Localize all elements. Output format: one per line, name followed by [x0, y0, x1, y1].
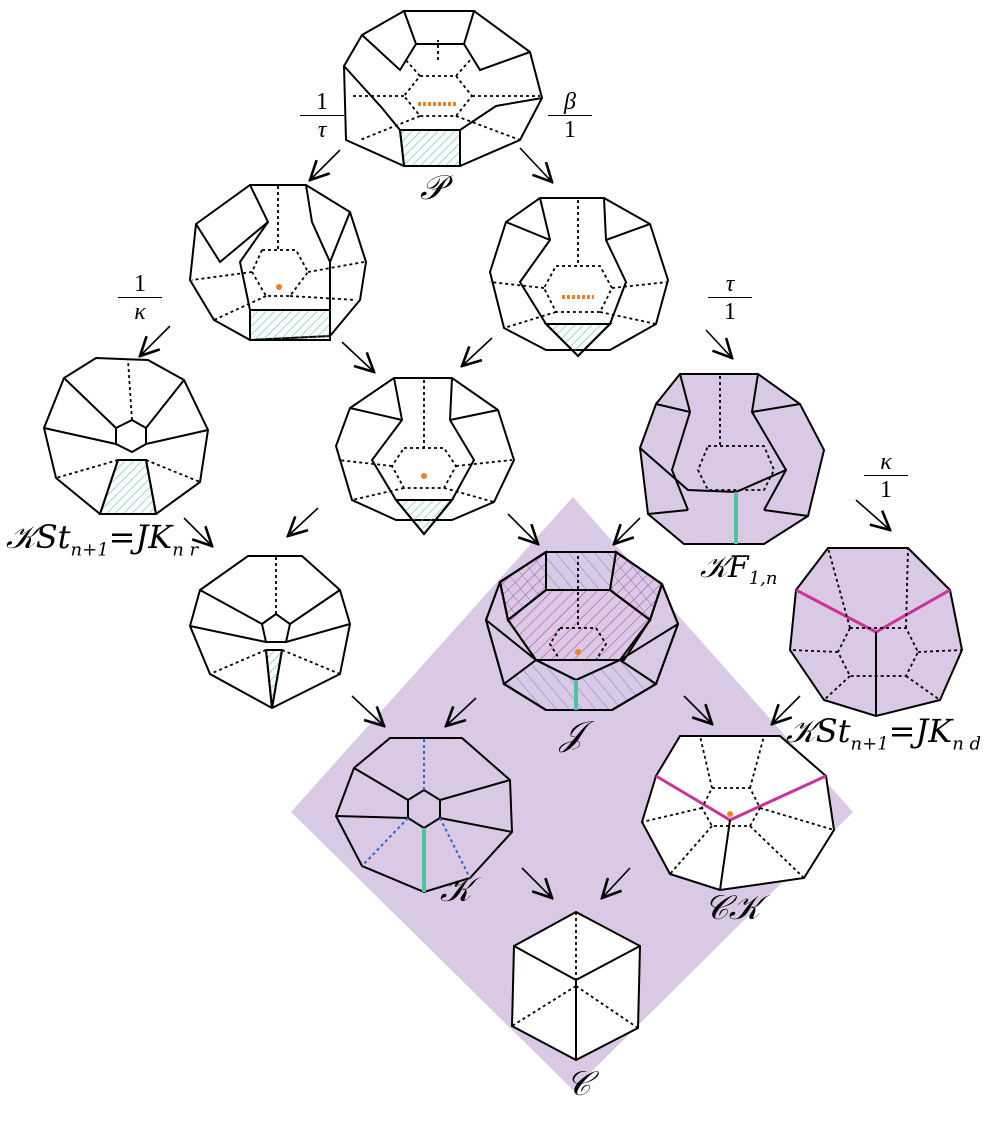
- label-KSt-left-sub: n+1: [70, 539, 109, 561]
- arrow-left2-to-middle: [341, 341, 374, 372]
- fraction-kappa-over-one: κ 1: [864, 449, 908, 503]
- polytope-C: [510, 910, 642, 1062]
- fraction-numerator: τ: [725, 271, 735, 297]
- label-KSt-right-sub2: n d: [952, 733, 982, 755]
- arrow-CK-to-C: [602, 867, 631, 898]
- label-KSt-left-main: 𝒦St: [6, 518, 71, 556]
- label-KSt-right-eq: =JK: [888, 712, 953, 750]
- fraction-denominator: 1: [864, 475, 908, 503]
- fraction-numerator: 1: [316, 89, 328, 115]
- arrow-P-to-left: [310, 149, 341, 180]
- polytope-right-level2: [488, 197, 670, 358]
- label-K: 𝒦: [440, 870, 472, 910]
- polytope-KF: [638, 373, 826, 545]
- label-KSt-right-main: 𝒦St: [786, 712, 851, 750]
- fraction-numerator: 1: [134, 271, 146, 297]
- label-J: 𝒥: [560, 714, 584, 754]
- polytope-J: [484, 550, 680, 711]
- polytope-middle-level3: [334, 377, 516, 536]
- arrow-right2-to-KF: [705, 329, 732, 358]
- label-KF-main: 𝒦F: [700, 550, 749, 585]
- label-KSt-left-sub2: n r: [172, 539, 199, 561]
- label-KF: 𝒦F1,n: [700, 550, 777, 589]
- fraction-denominator: 1: [548, 115, 592, 143]
- arrow-KF-to-J: [614, 517, 641, 544]
- shaded-diamond-region: [291, 497, 853, 1090]
- fraction-denominator: 1: [708, 297, 752, 325]
- arrow-to-KSt-right: [855, 499, 890, 530]
- fraction-denominator: κ: [118, 297, 162, 325]
- label-CK: 𝒞𝒦: [704, 888, 761, 928]
- polytope-KSt-left: [42, 356, 210, 515]
- fraction-one-over-kappa: 1 κ: [118, 271, 162, 325]
- fraction-beta-over-one: β 1: [548, 89, 592, 143]
- arrow-K-to-C: [521, 867, 552, 898]
- fraction-denominator: τ: [300, 115, 344, 143]
- arrow-J-to-CK: [683, 695, 712, 724]
- label-KSt-left: 𝒦Stn+1=JKn r: [6, 518, 198, 560]
- polytope-K: [334, 737, 514, 894]
- label-KSt-left-eq: =JK: [108, 518, 173, 556]
- label-KSt-right: 𝒦Stn+1=JKn d: [786, 712, 981, 754]
- label-KF-sub: 1,n: [748, 568, 778, 589]
- arrow-left4-to-K: [351, 695, 384, 726]
- polytope-left-level4: [188, 555, 352, 710]
- arrow-right2-to-middle: [462, 337, 493, 366]
- arrows: [140, 147, 890, 898]
- arrow-J-to-K: [446, 697, 477, 726]
- arrow-P-to-right: [519, 147, 552, 182]
- polytope-left-level2: [188, 184, 368, 342]
- fraction-numerator: κ: [880, 449, 892, 475]
- arrow-KSt-to-left4: [183, 517, 212, 546]
- polytope-KSt-right: [788, 547, 964, 718]
- fraction-numerator: β: [564, 89, 576, 115]
- arrow-left2-to-KSt: [140, 325, 171, 356]
- fraction-tau-over-one: τ 1: [708, 271, 752, 325]
- arrow-middle-to-left4: [288, 507, 319, 536]
- fraction-one-over-tau: 1 τ: [300, 89, 344, 143]
- label-P: 𝒫: [420, 168, 445, 208]
- polytope-P: [342, 10, 544, 167]
- arrow-KStright-to-CK: [772, 695, 801, 724]
- arrow-middle-to-J: [507, 513, 538, 544]
- label-C: 𝒞: [566, 1064, 591, 1104]
- polytope-CK: [640, 735, 836, 892]
- label-KSt-right-sub: n+1: [850, 733, 889, 755]
